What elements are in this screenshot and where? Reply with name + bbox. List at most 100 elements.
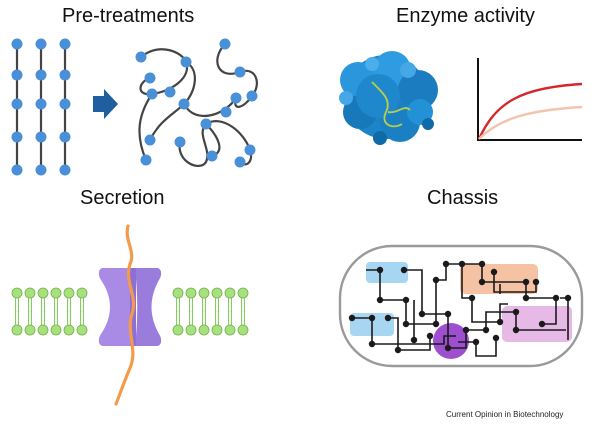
network-node — [478, 260, 486, 268]
chassis-cell — [338, 244, 584, 368]
lipid-bilayer — [11, 287, 249, 336]
branched-chain-nodes — [135, 38, 258, 168]
activity-curve-plot — [477, 58, 583, 141]
network-node — [458, 260, 466, 268]
branch-node — [140, 154, 152, 166]
network-node — [482, 326, 490, 334]
network-node — [402, 296, 410, 304]
branch-node — [230, 92, 242, 104]
branch-node — [174, 136, 186, 148]
network-node — [432, 320, 440, 328]
chain-node — [35, 164, 47, 176]
network-node — [384, 314, 392, 322]
chain-node — [11, 69, 23, 81]
branch-node — [244, 144, 256, 156]
network-node — [444, 344, 452, 352]
chain-node — [35, 131, 47, 143]
lipid-molecule — [172, 287, 184, 336]
branch-node — [220, 106, 232, 118]
network-node — [402, 320, 410, 328]
network-hub — [433, 323, 469, 359]
enzyme-protein-structure — [339, 51, 438, 145]
pretreatments-title: Pre-treatments — [62, 5, 195, 27]
network-node — [492, 334, 500, 342]
transform-arrow-icon — [93, 89, 118, 119]
chain-node — [11, 164, 23, 176]
lipid-molecule — [50, 287, 62, 336]
network-node — [444, 310, 452, 318]
journal-credit: Current Opinion in Biotechnology — [446, 410, 564, 419]
branch-node — [180, 56, 192, 68]
network-node — [522, 278, 530, 286]
network-node — [462, 326, 470, 334]
enzyme-activity-title: Enzyme activity — [396, 5, 535, 27]
chain-node — [59, 38, 71, 50]
branch-node — [234, 156, 246, 168]
network-node — [368, 340, 376, 348]
network-node — [368, 314, 376, 322]
network-node — [552, 294, 560, 302]
module-orange — [460, 264, 538, 294]
network-node — [394, 346, 402, 354]
baseline-activity-curve — [478, 105, 583, 140]
network-node — [490, 268, 498, 276]
branch-node — [144, 134, 156, 146]
chain-node — [59, 164, 71, 176]
branch-node — [146, 88, 158, 100]
chain-node — [59, 98, 71, 110]
network-node — [426, 332, 434, 340]
chain-node — [35, 38, 47, 50]
chassis-title: Chassis — [427, 187, 499, 209]
branch-node — [206, 150, 218, 162]
chain-node — [35, 69, 47, 81]
network-node — [376, 266, 384, 274]
chain-node — [11, 98, 23, 110]
module-pink — [502, 306, 572, 342]
lipid-molecule — [11, 287, 23, 336]
network-node — [418, 310, 426, 318]
branch-node — [200, 118, 212, 130]
branch-node — [135, 51, 147, 63]
network-node — [512, 326, 520, 334]
lipid-molecule — [37, 287, 49, 336]
lipid-molecule — [76, 287, 88, 336]
pretreatment-linear-chains — [11, 38, 71, 176]
network-node — [478, 278, 486, 286]
lipid-molecule — [24, 287, 36, 336]
lipid-molecule — [185, 287, 197, 336]
lipid-molecule — [224, 287, 236, 336]
branch-node — [219, 38, 231, 50]
branch-node — [144, 72, 156, 84]
network-node — [564, 294, 572, 302]
network-node — [468, 294, 476, 302]
network-node — [532, 278, 540, 286]
lipid-molecule — [198, 287, 210, 336]
branch-node — [234, 66, 246, 78]
chain-node — [35, 98, 47, 110]
network-node — [522, 294, 530, 302]
improved-activity-curve — [477, 82, 583, 140]
network-node — [348, 314, 356, 322]
network-node — [400, 266, 408, 274]
network-node — [442, 260, 450, 268]
network-node — [512, 308, 520, 316]
network-node — [538, 320, 546, 328]
lipid-molecule — [211, 287, 223, 336]
branch-node — [246, 90, 258, 102]
module-blue-top — [366, 262, 408, 283]
branch-node — [164, 86, 176, 98]
network-node — [376, 296, 384, 304]
pretreatment-branched-chains — [138, 42, 258, 167]
chain-node — [59, 131, 71, 143]
network-node — [472, 338, 480, 346]
secreted-peptide-chain — [114, 224, 135, 406]
network-node — [410, 336, 418, 344]
network-node — [496, 318, 504, 326]
branch-node — [178, 98, 190, 110]
lipid-molecule — [237, 287, 249, 336]
chain-node — [11, 38, 23, 50]
lipid-molecule — [63, 287, 75, 336]
secretion-title: Secretion — [80, 187, 165, 209]
chain-node — [59, 69, 71, 81]
